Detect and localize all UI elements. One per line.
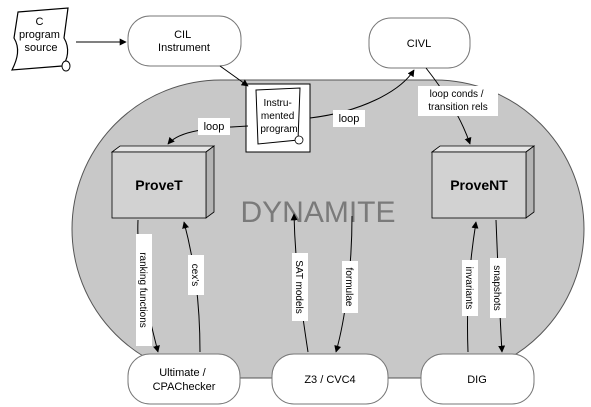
dig-node: DIG [420, 353, 535, 405]
svg-text:CIVL: CIVL [407, 38, 431, 50]
svg-text:Z3 / CVC4: Z3 / CVC4 [304, 374, 355, 386]
edge-labels: loop loop loop conds / transition rels r… [136, 86, 506, 346]
provent-box: ProveNT [430, 145, 536, 219]
svg-text:Instru- mented pro: Instru- mented program [260, 98, 297, 135]
svg-text:CIL Instrument: CIL Instrument [158, 29, 210, 54]
ranking-functions-label: ranking functions [137, 252, 148, 328]
loop-conds-label: loop conds / transition rels [428, 89, 487, 113]
z3-node: Z3 / CVC4 [271, 353, 389, 405]
dynamite-label: DYNAMITE [240, 196, 395, 229]
svg-text:Ultimate / CPAChecker: Ultimate / CPAChecker [153, 367, 216, 393]
c-program-source-doc: C program source [10, 7, 71, 72]
loop-left-label: loop [204, 121, 225, 133]
ultimate-node: Ultimate / CPAChecker [127, 353, 241, 405]
svg-text:ProveT: ProveT [135, 177, 183, 193]
svg-text:C program source: C program source [19, 16, 63, 54]
formulae-label: formulae [343, 268, 354, 307]
cexs-label: cex's [189, 264, 200, 286]
source-line-3: source [24, 42, 57, 54]
svg-text:ProveNT: ProveNT [450, 177, 508, 193]
instrumented-program-doc: Instru- mented program [245, 83, 311, 153]
provet-box: ProveT [110, 145, 216, 219]
invariants-label: invariants [463, 267, 474, 310]
sat-models-label: SAT models [293, 260, 304, 314]
civl-node: CIVL [368, 17, 471, 69]
source-line-1: C [35, 16, 43, 28]
cil-instrument-node: CIL Instrument [127, 15, 242, 67]
loop-right-label: loop [339, 113, 360, 125]
source-line-2: program [19, 29, 60, 41]
svg-text:DIG: DIG [467, 374, 487, 386]
snapshots-label: snapshots [491, 265, 502, 311]
